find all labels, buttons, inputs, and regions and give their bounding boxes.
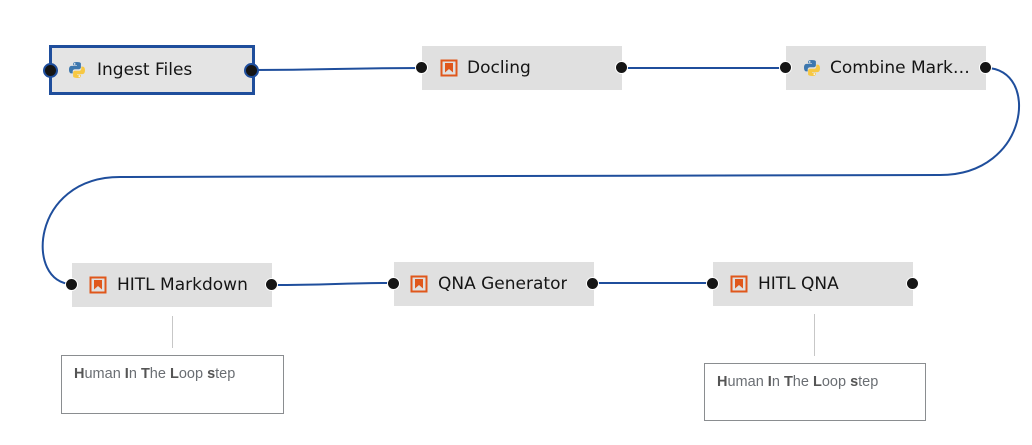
output-port-ingest-files[interactable] xyxy=(244,63,259,78)
node-label: Combine Mark… xyxy=(830,58,970,78)
comment-text: Human In The Loop step xyxy=(717,374,879,390)
node-ingest-files[interactable]: Ingest Files xyxy=(49,45,255,95)
python-icon xyxy=(68,61,86,79)
comment-hitl-markdown[interactable]: Human In The Loop step xyxy=(61,355,284,414)
link-combine-hitl-markdown[interactable] xyxy=(41,67,1020,285)
node-label: QNA Generator xyxy=(438,274,568,294)
node-label: HITL Markdown xyxy=(117,275,248,295)
node-label: Docling xyxy=(467,58,531,78)
input-port-combine-markdown[interactable] xyxy=(779,61,792,74)
bookmark-icon xyxy=(440,59,458,77)
node-docling[interactable]: Docling xyxy=(422,46,622,90)
output-port-combine-markdown[interactable] xyxy=(979,61,992,74)
node-qna-generator[interactable]: QNA Generator xyxy=(394,262,594,306)
input-port-qna-generator[interactable] xyxy=(387,277,400,290)
link-hitl-markdown-qna-generator[interactable] xyxy=(271,282,395,286)
node-combine-markdown[interactable]: Combine Mark… xyxy=(786,46,986,90)
python-icon xyxy=(803,59,821,77)
comment-connector xyxy=(172,316,173,348)
link-ingest-docling[interactable] xyxy=(251,67,423,71)
output-port-docling[interactable] xyxy=(615,61,628,74)
bookmark-icon xyxy=(410,275,428,293)
input-port-hitl-markdown[interactable] xyxy=(65,278,78,291)
comment-text: Human In The Loop step xyxy=(74,366,236,382)
node-label: Ingest Files xyxy=(97,60,193,80)
output-port-hitl-markdown[interactable] xyxy=(265,278,278,291)
output-port-qna-generator[interactable] xyxy=(586,277,599,290)
bookmark-icon xyxy=(730,275,748,293)
comment-hitl-qna[interactable]: Human In The Loop step xyxy=(704,363,926,421)
comment-connector xyxy=(814,314,815,356)
input-port-docling[interactable] xyxy=(415,61,428,74)
node-hitl-markdown[interactable]: HITL Markdown xyxy=(72,263,272,307)
output-port-hitl-qna[interactable] xyxy=(906,277,919,290)
node-label: HITL QNA xyxy=(758,274,839,294)
input-port-ingest-files[interactable] xyxy=(43,63,58,78)
bookmark-icon xyxy=(89,276,107,294)
input-port-hitl-qna[interactable] xyxy=(706,277,719,290)
node-hitl-qna[interactable]: HITL QNA xyxy=(713,262,913,306)
